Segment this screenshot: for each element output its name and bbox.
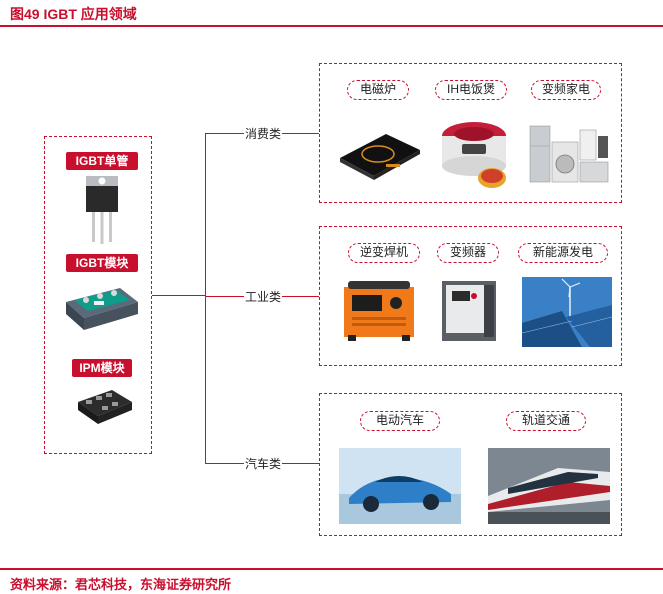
- category-label-industrial: 工业类: [244, 290, 283, 304]
- figure-title: 图49 IGBT 应用领域: [10, 6, 137, 22]
- title-rule: [0, 25, 663, 27]
- welder-image: [338, 277, 420, 343]
- connector-trunk: [152, 295, 206, 297]
- category-label-auto: 汽车类: [244, 457, 283, 471]
- item-rail-transit: 轨道交通: [506, 411, 586, 431]
- product-label-igbt-single: IGBT单管: [66, 152, 138, 170]
- item-electric-vehicle: 电动汽车: [360, 411, 440, 431]
- frequency-converter-image: [434, 277, 504, 345]
- rice-cooker-image: [438, 110, 512, 190]
- product-label-ipm-module: IPM模块: [72, 359, 132, 377]
- electric-vehicle-image: [339, 448, 461, 524]
- item-frequency-converter: 变频器: [437, 243, 499, 263]
- solar-wind-image: [522, 277, 612, 347]
- product-box: [44, 136, 152, 454]
- connector-spine: [205, 133, 207, 464]
- item-inverter-appliance: 变频家电: [531, 80, 601, 100]
- item-ih-rice-cooker: IH电饭煲: [435, 80, 507, 100]
- source-note: 资料来源：君芯科技，东海证券研究所: [10, 577, 232, 592]
- source-rule: [0, 568, 663, 570]
- ipm-module-icon: [72, 382, 136, 432]
- igbt-module-icon: [60, 278, 142, 338]
- product-label-igbt-module: IGBT模块: [66, 254, 138, 272]
- item-induction-cooker: 电磁炉: [347, 80, 409, 100]
- category-label-consumer: 消费类: [244, 127, 283, 141]
- induction-cooker-image: [336, 120, 422, 184]
- appliances-image: [528, 122, 610, 186]
- item-inverter-welder: 逆变焊机: [348, 243, 420, 263]
- auto-box: [319, 393, 622, 536]
- rail-transit-image: [488, 448, 610, 524]
- to247-transistor-icon: [72, 174, 132, 246]
- industrial-box: [319, 226, 622, 366]
- consumer-box: [319, 63, 622, 203]
- item-renewable-power: 新能源发电: [518, 243, 608, 263]
